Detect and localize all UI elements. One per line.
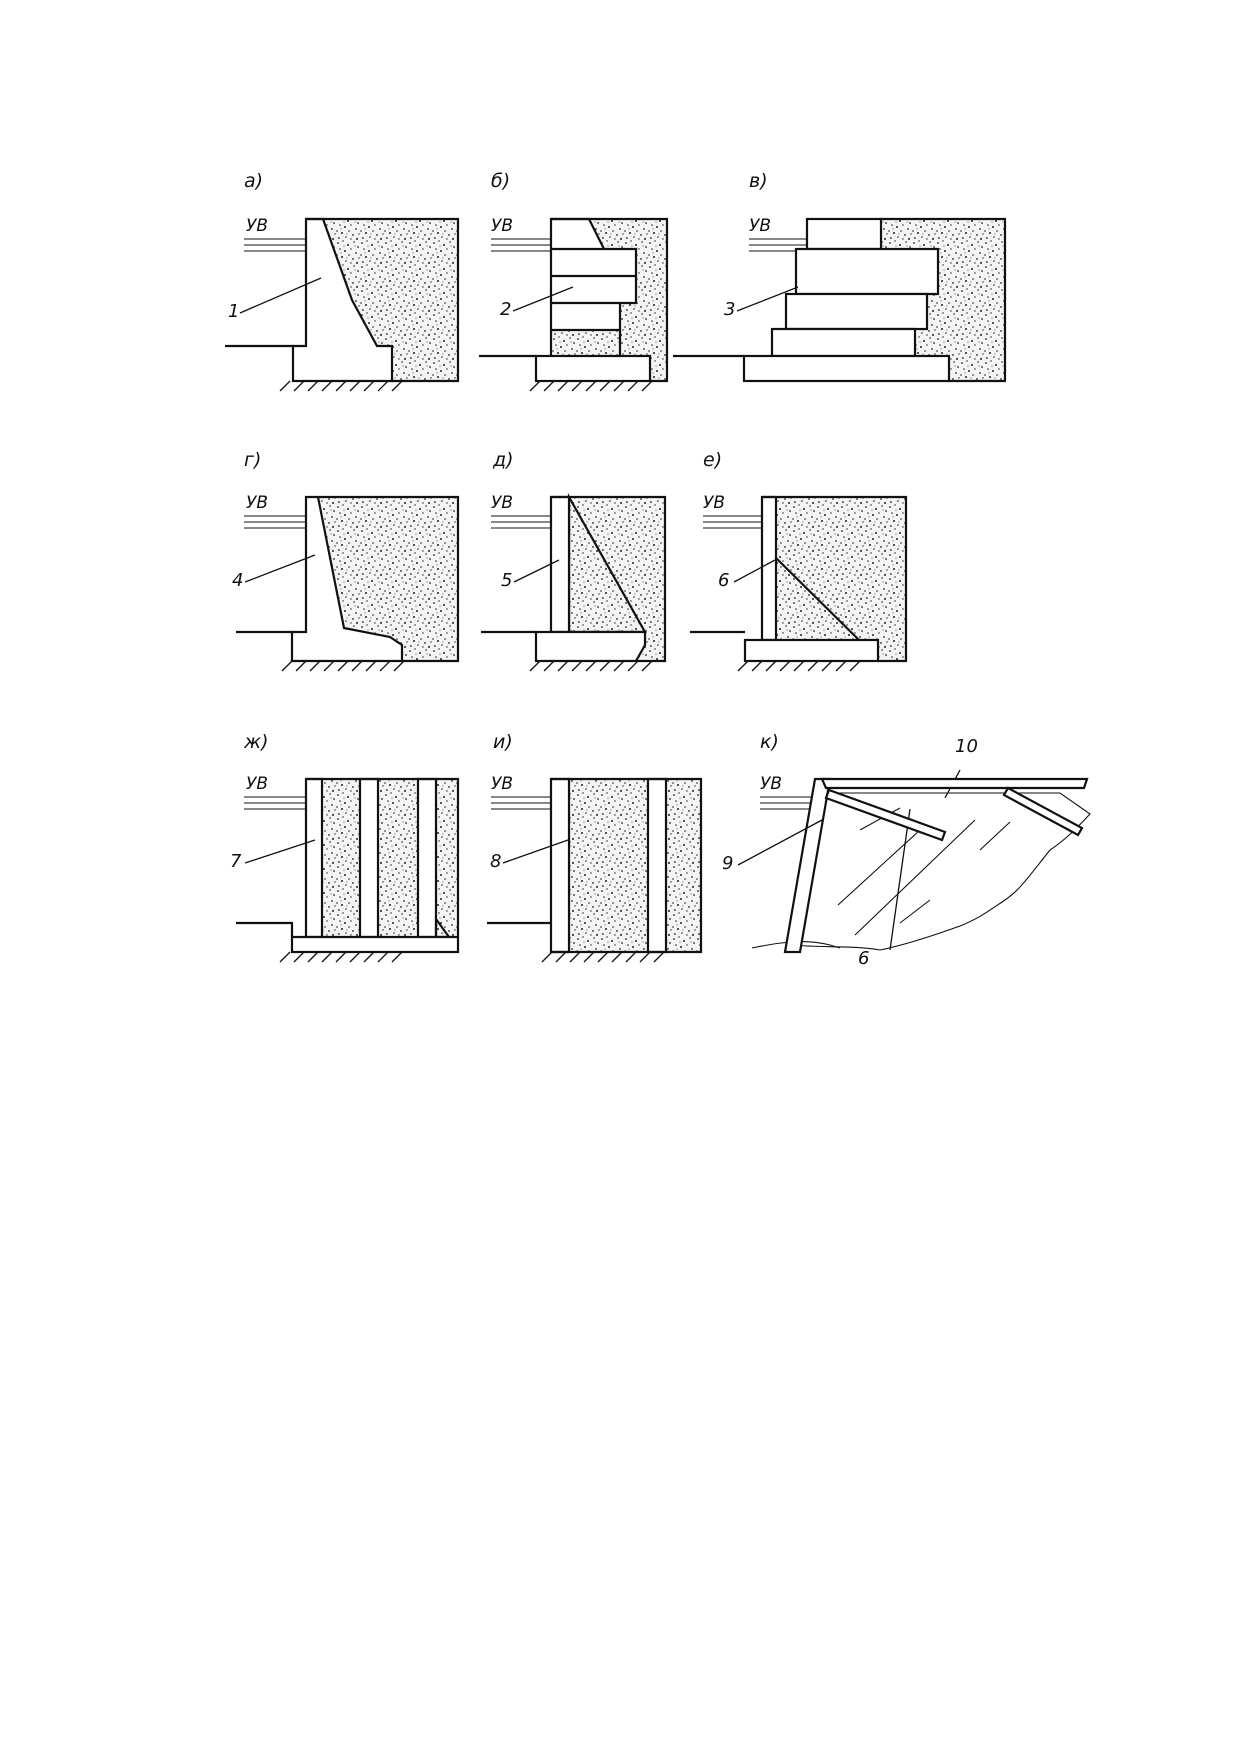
panel-g: г) УВ 4 <box>232 449 460 672</box>
water-level-label-i: УВ <box>491 774 513 794</box>
callout-6: 6 <box>718 570 729 591</box>
water-level-label-k: УВ <box>760 774 782 794</box>
water-level-label-a: УВ <box>246 216 268 236</box>
backfill-soil-zh <box>322 779 458 937</box>
panel-d: д) УВ 5 <box>481 449 667 672</box>
callout-10: 10 <box>955 736 978 757</box>
panel-a: а) УВ 1 <box>225 170 460 392</box>
top-slab-10 <box>820 777 1089 790</box>
callout-9: 9 <box>722 853 733 874</box>
water-level-lines-e <box>703 515 762 529</box>
gravity-wall-1 <box>291 217 394 383</box>
water-level-label-b: УВ <box>491 216 513 236</box>
rock-mass-strokes-k <box>837 807 1011 936</box>
callout-7: 7 <box>230 851 242 872</box>
panel-label-v: в) <box>749 170 768 192</box>
water-level-label-g: УВ <box>246 493 268 513</box>
panel-k: к) УВ 9 10 6 <box>722 731 1091 969</box>
water-level-label-d: УВ <box>491 493 513 513</box>
leader-line-4 <box>244 554 316 583</box>
leader-line-8 <box>502 839 569 864</box>
foundation-slab-d <box>534 630 647 663</box>
water-level-lines-zh <box>244 796 306 810</box>
foundation-slab-zh <box>290 935 460 954</box>
callout-3: 3 <box>724 299 735 320</box>
panel-label-b: б) <box>491 170 510 192</box>
callout-1: 1 <box>228 301 239 322</box>
cantilever-wall-4 <box>290 495 404 663</box>
leader-line-3 <box>736 286 799 312</box>
backfill-soil-i <box>551 779 701 952</box>
rock-mass-outline-k <box>794 792 1091 951</box>
panel-v: в) УВ 3 <box>673 170 1007 383</box>
water-level-label-v: УВ <box>749 216 771 236</box>
foundation-slab-e <box>743 638 880 663</box>
callout-5: 5 <box>501 570 512 591</box>
water-level-lines-g <box>244 515 306 529</box>
panel-label-d: д) <box>492 449 514 471</box>
leader-line-6 <box>733 559 776 583</box>
callout-2: 2 <box>500 299 511 320</box>
anchor-tie-k <box>824 788 947 842</box>
water-level-lines-d <box>491 515 551 529</box>
water-level-lines-a <box>244 238 306 252</box>
crib-wall-3 <box>742 217 951 383</box>
water-level-label-e: УВ <box>703 493 725 513</box>
water-level-lines-k <box>760 796 815 810</box>
panel-label-k: к) <box>760 731 779 753</box>
cellular-wall-7 <box>304 777 452 939</box>
water-level-lines-b <box>491 238 551 252</box>
foundation-slab-b <box>534 354 652 383</box>
block-wall-2 <box>549 217 638 332</box>
water-level-label-zh: УВ <box>246 774 268 794</box>
panel-label-zh: ж) <box>243 731 269 753</box>
water-level-lines-i <box>491 796 551 810</box>
panel-zh: ж) УВ 7 <box>230 731 460 963</box>
callout-8: 8 <box>490 851 501 872</box>
rock-anchor-strut-k <box>1002 786 1084 837</box>
backfill-soil-e <box>762 497 906 661</box>
leader-line-5 <box>513 559 560 583</box>
leader-line-1 <box>239 277 322 314</box>
panel-label-i: и) <box>493 731 513 753</box>
panel-b: б) УВ 2 <box>479 170 669 392</box>
leader-line-2 <box>512 286 574 312</box>
ground-line-zh <box>236 921 294 937</box>
callout-4: 4 <box>232 570 243 591</box>
panel-label-g: г) <box>244 449 261 471</box>
leader-line-9 <box>737 819 823 866</box>
panel-i: и) УВ 8 <box>487 731 703 963</box>
panel-label-a: а) <box>244 170 263 192</box>
callout-6-k: 6 <box>858 948 869 969</box>
panel-label-e: е) <box>703 449 722 471</box>
panel-e: е) УВ 6 <box>690 449 908 672</box>
leader-line-7 <box>244 839 316 864</box>
anchor-tie-6 <box>775 557 860 641</box>
